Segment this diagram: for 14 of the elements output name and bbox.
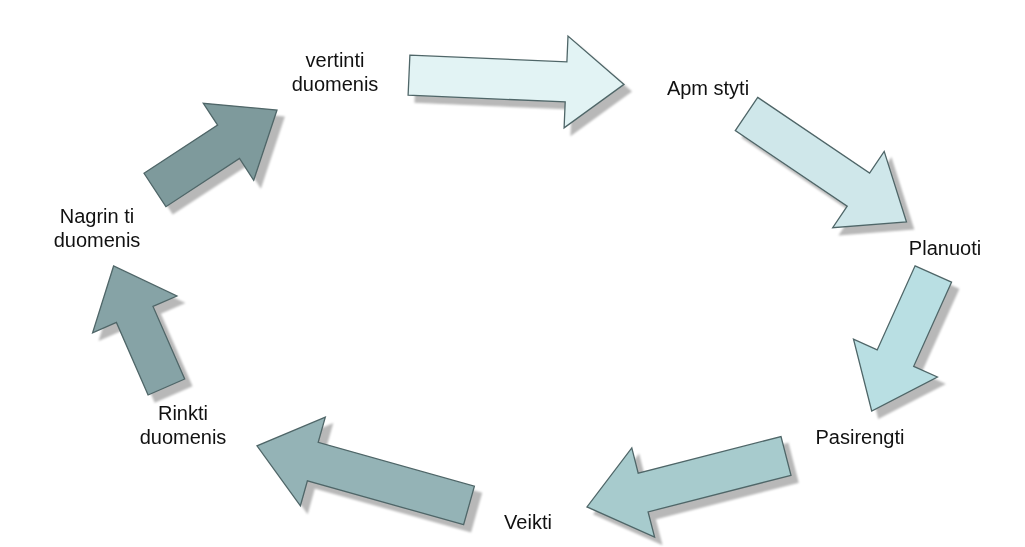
block-arrow [407,34,626,130]
step-label: Nagrin ti duomenis [32,204,162,252]
block-arrow [143,102,278,208]
step-label: Veikti [483,510,573,534]
step-label: Rinkti duomenis [123,401,243,449]
step-label: vertinti duomenis [275,48,395,96]
block-arrow [91,265,186,396]
step-label: Apm styti [638,76,778,100]
step-label: Pasirengti [800,425,920,449]
block-arrow [586,435,792,539]
block-arrow [256,416,476,526]
block-arrow [852,264,953,412]
block-arrow [734,96,908,229]
step-label: Planuoti [890,236,1000,260]
